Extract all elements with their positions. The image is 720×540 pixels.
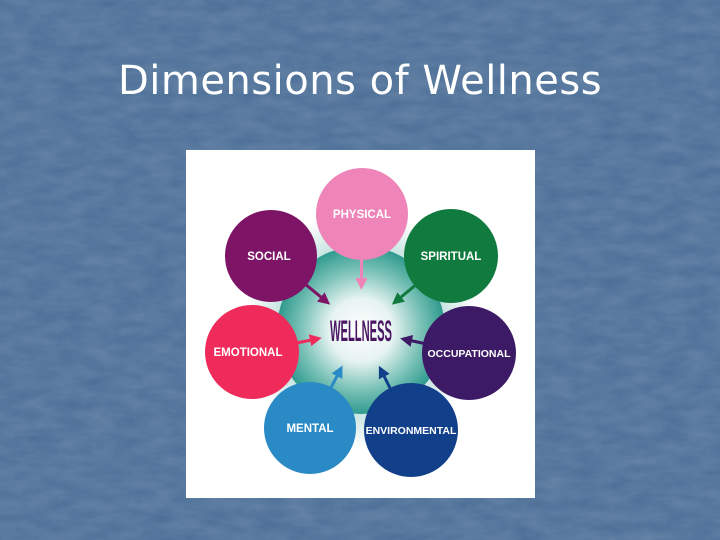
environmental-circle — [364, 383, 458, 477]
slide-title: Dimensions of Wellness — [117, 58, 603, 104]
arrows-group — [295, 257, 426, 391]
node-occupational: OCCUPATIONAL — [422, 306, 516, 400]
mental-label: MENTAL — [286, 423, 333, 435]
social-label: SOCIAL — [247, 251, 290, 263]
physical-circle — [316, 168, 408, 260]
arrow-social-head — [317, 292, 331, 305]
wellness-diagram: PHYSICAL SPIRITUAL OCCUPATIONAL ENVIRONM… — [186, 150, 535, 498]
node-physical: PHYSICAL — [316, 168, 408, 260]
arrow-environmental-head — [378, 365, 390, 380]
arrow-spiritual-head — [391, 292, 405, 305]
node-mental: MENTAL — [264, 382, 356, 474]
spiritual-circle — [404, 209, 498, 303]
node-environmental: ENVIRONMENTAL — [364, 383, 458, 477]
center-glow — [277, 246, 445, 414]
arrow-mental-head — [331, 365, 343, 379]
environmental-label: ENVIRONMENTAL — [366, 425, 457, 437]
arrow-emotional-head — [308, 334, 322, 347]
arrow-occupational-head — [400, 334, 414, 347]
spiritual-label: SPIRITUAL — [421, 251, 482, 263]
mental-circle — [264, 382, 356, 474]
node-emotional: EMOTIONAL — [205, 305, 299, 399]
node-spiritual: SPIRITUAL — [404, 209, 498, 303]
arrow-social-shaft — [304, 282, 325, 301]
occupational-label: OCCUPATIONAL — [427, 348, 511, 360]
emotional-label: EMOTIONAL — [214, 347, 283, 359]
social-circle — [225, 210, 317, 302]
occupational-circle — [422, 306, 516, 400]
wellness-diagram-svg: PHYSICAL SPIRITUAL OCCUPATIONAL ENVIRONM… — [205, 168, 516, 477]
emotional-circle — [205, 305, 299, 399]
physical-label: PHYSICAL — [333, 209, 391, 221]
arrow-physical-head — [355, 277, 368, 291]
node-social: SOCIAL — [225, 210, 317, 302]
wellness-label: WELLNESS — [330, 314, 392, 348]
